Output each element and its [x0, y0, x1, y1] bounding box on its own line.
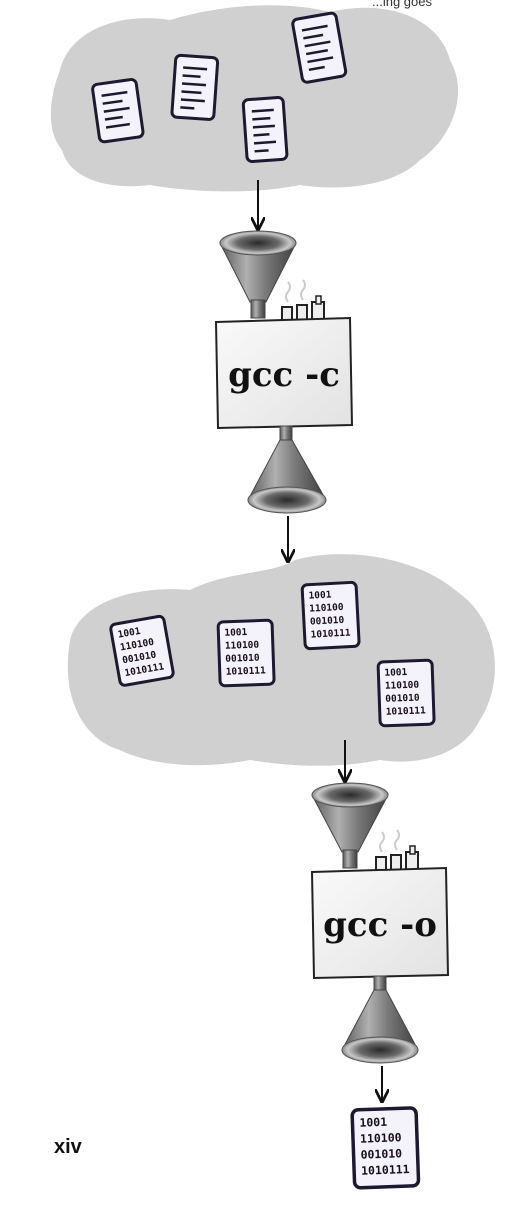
chimneys-icon: [281, 279, 325, 322]
svg-text:1010111: 1010111: [310, 628, 351, 641]
svg-text:1001: 1001: [384, 667, 408, 679]
chimneys-icon: [375, 829, 419, 872]
page-number: xiv: [54, 1136, 82, 1158]
compiler-output-funnel: [247, 425, 327, 514]
compiler-input-funnel: [219, 230, 297, 319]
svg-text:110100: 110100: [225, 640, 260, 652]
svg-text:1001: 1001: [117, 626, 142, 641]
executable-file: 1001 110100 001010 1010111: [350, 1106, 421, 1190]
svg-text:1010111: 1010111: [386, 705, 427, 717]
svg-text:1001: 1001: [224, 627, 248, 639]
svg-text:1001: 1001: [359, 1115, 387, 1130]
svg-text:110100: 110100: [309, 602, 344, 615]
object-file-4: 1001 110100 001010 1010111: [376, 658, 436, 728]
svg-text:1010111: 1010111: [226, 665, 267, 677]
compile-box: [214, 279, 354, 430]
svg-text:1001: 1001: [308, 589, 332, 601]
linker-output-funnel: [341, 975, 419, 1064]
svg-text:001010: 001010: [385, 693, 420, 705]
svg-text:110100: 110100: [360, 1130, 402, 1145]
link-command-label: gcc -o: [323, 905, 437, 945]
svg-text:1010111: 1010111: [361, 1162, 410, 1178]
svg-text:001010: 001010: [360, 1146, 402, 1161]
svg-text:001010: 001010: [310, 615, 345, 628]
object-file-1: 1001 110100 001010 1010111: [109, 614, 175, 687]
svg-text:110100: 110100: [385, 680, 420, 692]
linker-input-funnel: [311, 782, 389, 869]
link-box: [310, 829, 450, 980]
object-file-2: 1001 110100 001010 1010111: [216, 618, 276, 688]
source-file-2: [170, 53, 220, 121]
source-file-4: [241, 96, 289, 164]
header-fragment: ...ing goes: [372, 0, 432, 9]
object-file-3: 1001 110100 001010 1010111: [300, 580, 361, 651]
source-file-1: [91, 78, 145, 144]
compile-command-label: gcc -c: [228, 355, 340, 395]
svg-text:001010: 001010: [225, 653, 260, 665]
source-file-3: [291, 11, 348, 84]
